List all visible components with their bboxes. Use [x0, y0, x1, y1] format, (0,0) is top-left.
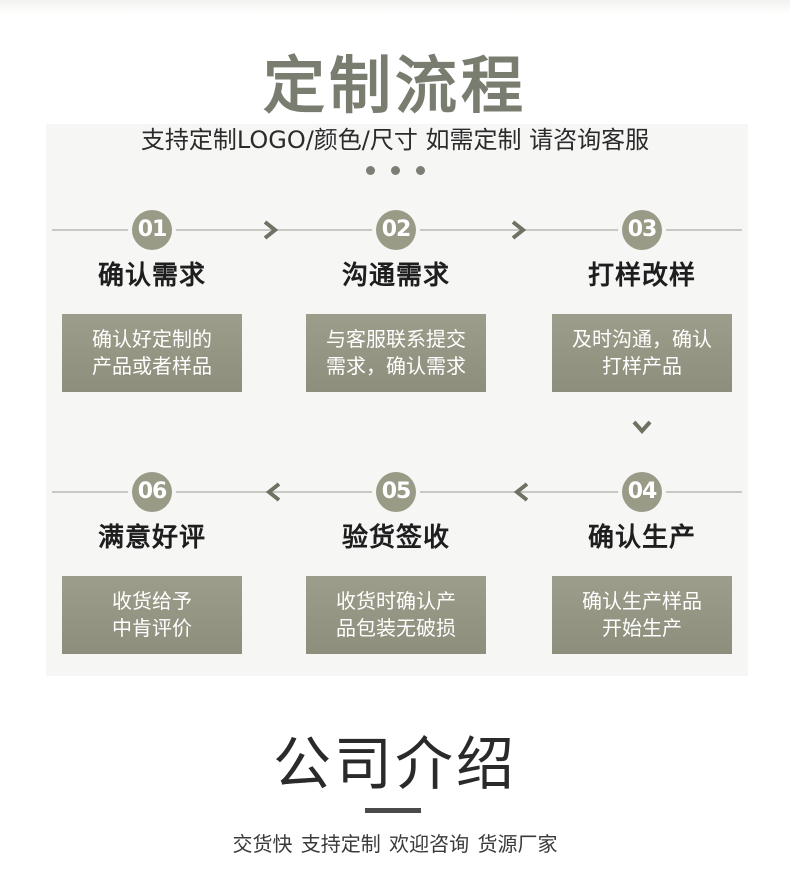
step-title: 满意好评	[97, 523, 206, 553]
step-description: 收货给予 中肯评价	[62, 576, 242, 654]
step-desc-line: 品包装无破损	[336, 616, 456, 640]
chevron-down-icon	[631, 416, 653, 438]
step-desc-line: 收货给予	[112, 589, 192, 613]
step-number: 03	[622, 210, 662, 250]
step-desc-line: 中肯评价	[112, 616, 192, 640]
step-number: 02	[376, 210, 416, 250]
step-number: 06	[132, 472, 172, 512]
top-strip	[0, 0, 790, 14]
step-desc-line: 与客服联系提交	[326, 327, 466, 351]
step-title: 沟通需求	[341, 261, 450, 291]
chevron-left-icon	[262, 481, 284, 503]
step-number: 04	[622, 472, 662, 512]
step-title: 确认需求	[97, 261, 206, 291]
step-desc-line: 开始生产	[602, 616, 682, 640]
step-number: 05	[376, 472, 416, 512]
process-title: 定制流程	[262, 49, 527, 122]
chevron-right-icon	[260, 219, 282, 241]
title-divider	[365, 808, 421, 813]
process-subtitle: 支持定制LOGO/颜色/尺寸 如需定制 请咨询客服	[140, 126, 650, 154]
step-title: 验货签收	[341, 523, 450, 553]
dot	[416, 166, 425, 175]
step-number: 01	[132, 210, 172, 250]
step-description: 及时沟通，确认 打样产品	[552, 314, 732, 392]
step-desc-line: 需求，确认需求	[326, 354, 466, 378]
step-description: 收货时确认产 品包装无破损	[306, 576, 486, 654]
chevron-left-icon	[510, 481, 532, 503]
step-desc-line: 及时沟通，确认	[572, 327, 712, 351]
step-desc-line: 打样产品	[602, 354, 682, 378]
chevron-right-icon	[508, 219, 530, 241]
company-tagline: 交货快 支持定制 欢迎咨询 货源厂家	[232, 832, 558, 856]
step-title: 打样改样	[587, 261, 696, 291]
step-description: 确认好定制的 产品或者样品	[62, 314, 242, 392]
step-description: 与客服联系提交 需求，确认需求	[306, 314, 486, 392]
step-desc-line: 收货时确认产	[336, 589, 456, 613]
dot	[366, 166, 375, 175]
step-description: 确认生产样品 开始生产	[552, 576, 732, 654]
step-desc-line: 确认生产样品	[582, 589, 702, 613]
company-title: 公司介绍	[272, 730, 517, 798]
step-title: 确认生产	[587, 523, 696, 553]
dots-decoration	[364, 166, 426, 176]
step-desc-line: 产品或者样品	[92, 354, 212, 378]
step-desc-line: 确认好定制的	[92, 327, 212, 351]
dot	[391, 166, 400, 175]
